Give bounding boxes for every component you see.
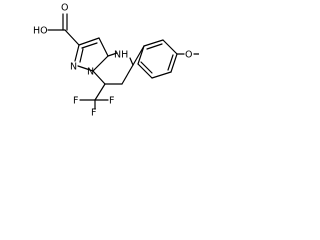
bond-c5-c6	[121, 64, 134, 85]
pyrazole-n2-label: N	[87, 67, 94, 78]
fluorine-left-label: F	[73, 96, 78, 107]
fluorine-bottom-label: F	[91, 108, 96, 119]
bond-n1-c2	[74, 44, 80, 62]
bond-ph-1	[143, 39, 164, 47]
bond-layer	[47, 13, 200, 110]
bond-ph-1-double	[146, 43, 163, 50]
pyrazole-n1-label: N	[70, 62, 77, 73]
bond-ph-5-double	[140, 61, 153, 74]
bond-c7-n7a	[92, 70, 106, 85]
acid-hydroxyl-label: HO	[33, 26, 48, 37]
bond-c3-c3a	[98, 37, 109, 57]
bond-n4-c5	[129, 57, 134, 66]
nh-label: NH	[114, 50, 128, 61]
bond-ph-4	[151, 71, 172, 79]
bond-ph-3-double	[167, 54, 174, 71]
bond-ph-3	[170, 53, 178, 73]
bond-c5-phenyl	[132, 45, 145, 66]
methoxy-oxygen-label: O	[185, 50, 192, 61]
bond-ph-6	[137, 45, 145, 65]
acid-carbonyl-oxygen-label: O	[61, 3, 68, 14]
bond-n1-c2-double	[79, 48, 84, 63]
bond-c3a-n7a	[92, 55, 109, 72]
bond-c2-c3	[78, 37, 100, 46]
molecule-svg: HO O NH N N O F F F	[33, 3, 200, 119]
bond-c7-cf3	[94, 83, 106, 101]
bond-n7a-n1	[77, 65, 94, 72]
bond-c3a-n4	[107, 52, 118, 57]
label-layer: HO O NH N N O F F F	[33, 3, 192, 119]
bond-ph-2	[162, 39, 178, 55]
bond-c2-c3-double	[81, 42, 98, 49]
bond-ph-5	[137, 63, 153, 79]
bond-c2-cooh	[64, 29, 80, 46]
molecule-drawing: HO O NH N N O F F F	[0, 0, 200, 119]
fluorine-right-label: F	[109, 96, 114, 107]
